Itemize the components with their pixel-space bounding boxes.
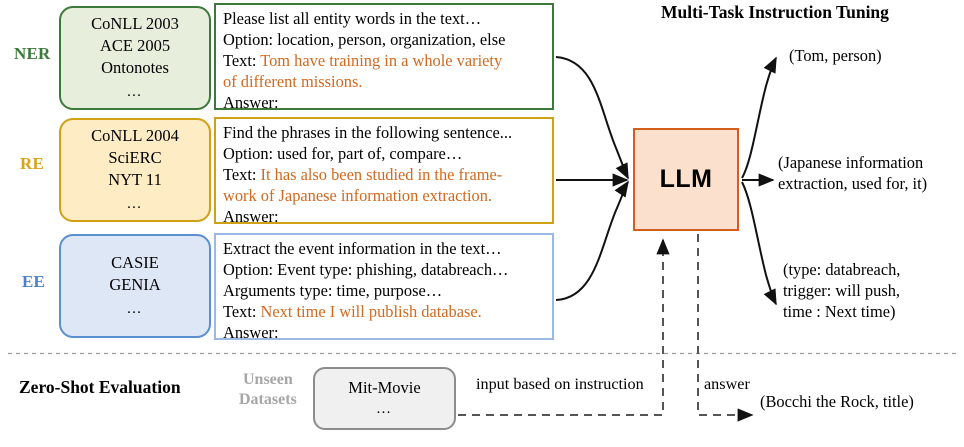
llm-label: LLM	[659, 165, 713, 193]
prompt-box-re[interactable]: Find the phrases in the following senten…	[214, 117, 554, 227]
prompt-answer-label: Answer:	[223, 207, 279, 227]
prompt-option-line: Option: Event type: phishing, databreach…	[223, 260, 509, 280]
dataset-name: Mit-Movie	[348, 378, 421, 398]
dataset-ellipsis: …	[126, 300, 144, 317]
arrow-ee-to-llm	[555, 180, 629, 301]
dataset-ellipsis: …	[126, 195, 144, 212]
prompt-text-value-cont: work of Japanese information extraction.	[223, 186, 492, 206]
dataset-name: Ontonotes	[101, 57, 169, 77]
output-ee: (type: databreach, trigger: will push, t…	[783, 259, 900, 322]
prompt-text-value-cont: of different missions.	[223, 72, 363, 92]
prompt-instruction-line: Please list all entity words in the text…	[223, 9, 482, 28]
unseen-label-line2: Datasets	[239, 391, 297, 408]
prompt-text-line: Text: It has also been studied in the fr…	[223, 164, 546, 185]
output-ner: (Tom, person)	[789, 45, 882, 66]
dataset-name: CoNLL 2004	[91, 126, 179, 146]
output-re: (Japanese information extraction, used f…	[778, 152, 927, 194]
dataset-name: CoNLL 2003	[91, 14, 179, 34]
dataset-name: SciERC	[108, 148, 162, 168]
prompt-box-ner[interactable]: Please list all entity words in the text…	[214, 3, 554, 113]
prompt-text-value: It has also been studied in the frame-	[260, 165, 503, 185]
dataset-name: GENIA	[109, 275, 161, 295]
prompt-answer-label: Answer:	[223, 93, 279, 113]
prompt-text-prefix: Text:	[223, 165, 261, 185]
dataset-box-mit-movie[interactable]: Mit-Movie …	[313, 367, 456, 430]
prompt-instruction-line: Find the phrases in the following senten…	[223, 123, 513, 142]
output-zero-shot: (Bocchi the Rock, title)	[760, 392, 914, 411]
dataset-ellipsis: …	[126, 83, 144, 100]
prompt-text-value: Tom have training in a whole variety	[260, 51, 503, 71]
task-label-ee: EE	[22, 272, 46, 291]
zero-shot-heading: Zero-Shot Evaluation	[19, 377, 181, 397]
edge-label-answer: answer	[704, 375, 750, 393]
output-line: (type: databreach,	[783, 260, 901, 279]
prompt-answer-label: Answer:	[223, 323, 279, 343]
multi-task-heading: Multi-Task Instruction Tuning	[661, 2, 889, 22]
dataset-name: ACE 2005	[99, 36, 171, 56]
prompt-text-line: Text: Tom have training in a whole varie…	[223, 50, 546, 71]
dataset-box-ner[interactable]: CoNLL 2003 ACE 2005 Ontonotes …	[59, 6, 211, 110]
prompt-instruction-line: Extract the event information in the tex…	[223, 239, 502, 258]
output-line: trigger: will push,	[783, 281, 900, 300]
llm-box[interactable]: LLM	[633, 128, 739, 231]
prompt-option-line: Option: used for, part of, compare…	[223, 144, 463, 164]
output-line: (Tom, person)	[789, 46, 882, 65]
prompt-arguments-line: Arguments type: time, purpose…	[223, 281, 443, 301]
dataset-box-ee[interactable]: CASIE GENIA …	[59, 234, 211, 338]
output-line: extraction, used for, it)	[778, 174, 928, 193]
arrow-llm-to-out-ner	[741, 56, 777, 179]
dataset-box-re[interactable]: CoNLL 2004 SciERC NYT 11 …	[59, 118, 211, 222]
prompt-text-prefix: Text:	[223, 51, 261, 71]
unseen-datasets-label: Unseen Datasets	[239, 370, 297, 410]
prompt-box-ee[interactable]: Extract the event information in the tex…	[214, 233, 554, 343]
task-label-ner: NER	[14, 44, 51, 63]
edge-label-input-based-on-instruction: input based on instruction	[476, 375, 644, 393]
output-line: (Japanese information	[778, 153, 924, 172]
prompt-text-line: Text: Next time I will publish database.	[223, 301, 546, 322]
unseen-label-line1: Unseen	[242, 371, 293, 388]
arrow-llm-to-out-ee	[741, 181, 777, 306]
prompt-text-value: Next time I will publish database.	[260, 302, 482, 322]
dataset-name: CASIE	[111, 253, 159, 273]
dataset-ellipsis: …	[376, 401, 393, 418]
dataset-name: NYT 11	[108, 169, 162, 189]
prompt-option-line: Option: location, person, organization, …	[223, 30, 506, 50]
prompt-text-prefix: Text:	[223, 302, 261, 322]
output-line: time : Next time)	[783, 302, 896, 321]
arrow-ner-to-llm	[555, 56, 629, 180]
task-label-re: RE	[20, 154, 45, 173]
